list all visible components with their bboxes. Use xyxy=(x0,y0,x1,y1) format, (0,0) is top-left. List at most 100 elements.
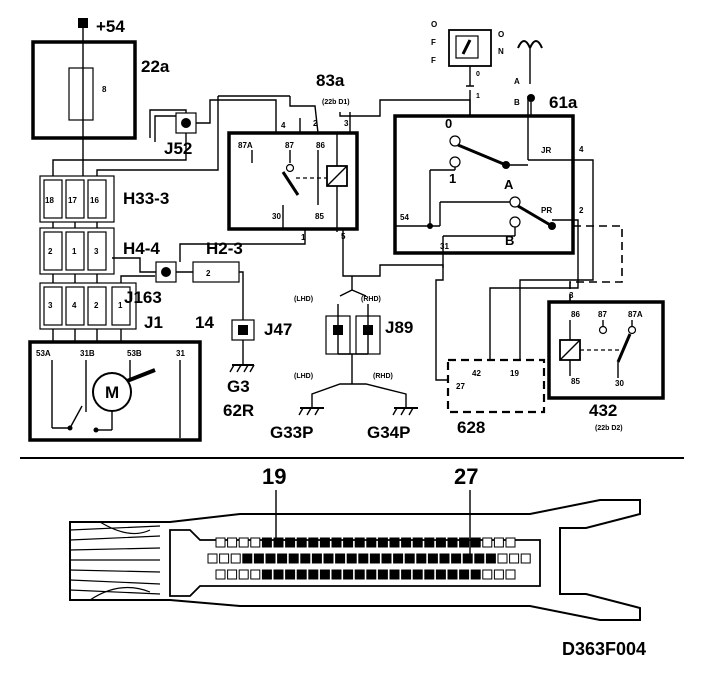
switch-pos-1-label: 1 xyxy=(449,171,456,186)
relay-83a-pin-1: 1 xyxy=(301,233,306,242)
ecu-pin-42: 42 xyxy=(472,369,481,378)
ecu-plug-pin xyxy=(493,537,504,548)
variant-lhd-2: (LHD) xyxy=(294,373,313,380)
ecu-plug-pin xyxy=(261,569,272,580)
ecu-plug-pin xyxy=(323,553,334,564)
connector-j52: J52 xyxy=(164,112,197,158)
ecu-plug-pin xyxy=(377,569,388,580)
ecu-plug-pin xyxy=(393,553,404,564)
ecu-plug-pin xyxy=(277,553,288,564)
ecu-plug-pin xyxy=(273,537,284,548)
connector-h33-3: 18 17 16 H33-3 xyxy=(39,175,169,223)
ecu-plug-pin xyxy=(451,553,462,564)
ground-62r: 62R xyxy=(223,401,254,420)
j52-label: J52 xyxy=(164,139,192,158)
switch-jr-label: JR xyxy=(541,146,551,155)
ecu-plug-pin xyxy=(474,553,485,564)
switch-pos-0-label: 0 xyxy=(445,116,452,131)
switch-a-label: A xyxy=(504,177,514,192)
ecu-plug-pin xyxy=(319,537,330,548)
relay-432: 3 86 87 87A 85 30 432 (22b D2) xyxy=(547,291,665,432)
ecu-plug-pin xyxy=(242,553,253,564)
ecu-plug-pin xyxy=(462,553,473,564)
ecu-plug-pin xyxy=(369,553,380,564)
ecu-plug-pin xyxy=(447,569,458,580)
ecu-plug: 19 27 xyxy=(69,464,641,621)
ecu-plug-pin xyxy=(401,537,412,548)
connector-h4-4: 2 1 3 H4-4 xyxy=(39,227,160,275)
ecu-plug-pin xyxy=(331,569,342,580)
variant-lhd-1: (LHD) xyxy=(294,296,313,303)
ecu-plug-pin xyxy=(265,553,276,564)
connector-j47: J47 G3 62R xyxy=(223,282,292,420)
ecu-plug-pin xyxy=(439,553,450,564)
ecu-plug-pin xyxy=(285,537,296,548)
relay-432-label: 432 xyxy=(589,401,617,420)
ecu-plug-pin xyxy=(273,569,284,580)
switch-pos-o: O xyxy=(431,20,437,29)
ecu-plug-pin xyxy=(412,537,423,548)
relay-83a-pin-30: 30 xyxy=(272,212,281,221)
ecu-plug-pin xyxy=(404,553,415,564)
relay-432-pin-30: 30 xyxy=(615,379,624,388)
h4-label: H4-4 xyxy=(123,239,160,258)
ecu-plug-pin xyxy=(416,553,427,564)
relay-83a-pin-87: 87 xyxy=(285,141,294,150)
fuse-box-22a: 8 22a xyxy=(31,28,170,162)
ecu-plug-pin xyxy=(459,569,470,580)
relay-83a-pin-3: 3 xyxy=(344,119,349,128)
j163-label: J163 xyxy=(124,288,162,307)
figure-id: D363F004 xyxy=(562,639,646,659)
ecu-plug-pin xyxy=(470,537,481,548)
fuse-box-label: 22a xyxy=(141,57,170,76)
ecu-628: 42 19 27 628 xyxy=(446,358,546,437)
ecu-plug-pin xyxy=(447,537,458,548)
ecu-pin-27: 27 xyxy=(456,382,465,391)
relay-432-pin-85: 85 xyxy=(571,377,580,386)
ecu-plug-pin xyxy=(381,553,392,564)
switch-pos-f1: F xyxy=(431,38,436,47)
switch-pos-1: 1 xyxy=(476,93,480,100)
plug-callout-19: 19 xyxy=(262,464,286,489)
ecu-plug-pin xyxy=(288,553,299,564)
connector-j89: (LHD) (RHD) J89 (LHD) (RHD) G33P G34P xyxy=(270,276,418,442)
relay-83a-label: 83a xyxy=(316,71,345,90)
switch-pin-2: 2 xyxy=(579,206,584,215)
ecu-plug-pin xyxy=(354,569,365,580)
ground-g33p: G33P xyxy=(270,423,313,442)
j1-pin-3: 2 xyxy=(94,301,99,310)
ecu-plug-pin xyxy=(227,537,238,548)
ecu-plug-pin xyxy=(346,553,357,564)
switch-indicator: O F F O N 0 1 xyxy=(431,20,504,116)
j89-label: J89 xyxy=(385,318,413,337)
switch-pos-on-o: O xyxy=(498,30,504,39)
relay-83a: 83a (22b D1) 4 2 3 87A 87 86 30 85 1 5 xyxy=(227,71,359,242)
ecu-plug-pin xyxy=(520,553,531,564)
fuse-number: 8 xyxy=(102,85,107,94)
relay-83a-pin-85: 85 xyxy=(315,212,324,221)
ecu-plug-pin xyxy=(331,537,342,548)
ecu-plug-pin xyxy=(427,553,438,564)
ecu-plug-pin xyxy=(250,569,261,580)
wiper-motor: 53A 31B 53B 31 M xyxy=(28,340,202,442)
relay-432-pin-87a: 87A xyxy=(628,310,643,319)
switch-pos-on-n: N xyxy=(498,47,504,56)
h4-pin-3: 3 xyxy=(94,247,99,256)
ecu-plug-pin-rows xyxy=(207,537,531,580)
ecu-plug-pin xyxy=(435,537,446,548)
ecu-plug-pin xyxy=(389,569,400,580)
ecu-plug-pin xyxy=(424,537,435,548)
h2-pin: 2 xyxy=(206,269,211,278)
variant-rhd-2: (RHD) xyxy=(373,373,393,380)
relay-432-pin-86: 86 xyxy=(571,310,580,319)
ecu-plug-pin xyxy=(424,569,435,580)
ground-g3: G3 xyxy=(227,377,250,396)
ecu-plug-pin xyxy=(435,569,446,580)
ecu-plug-pin xyxy=(497,553,508,564)
switch-top-a: A xyxy=(514,77,520,86)
relay-432-ref: (22b D2) xyxy=(595,425,623,432)
switch-pos-f2: F xyxy=(431,56,436,65)
ecu-plug-pin xyxy=(227,569,238,580)
j1-pin-1: 3 xyxy=(48,301,53,310)
connector-h2-3: 2 H2-3 xyxy=(192,239,243,283)
